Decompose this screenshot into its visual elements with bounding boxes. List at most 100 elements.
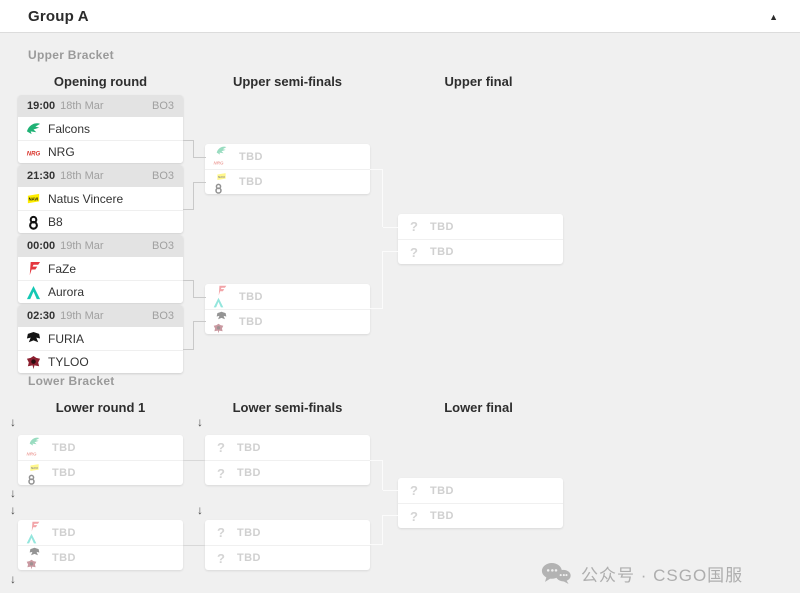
tbd-slot[interactable]: TBD [205, 309, 370, 334]
team-name: B8 [48, 215, 63, 229]
tbd-slot[interactable]: TBD [205, 169, 370, 194]
upper-bracket-label: Upper Bracket [28, 48, 114, 62]
collapse-chevron-up-icon[interactable]: ▲ [769, 11, 778, 22]
tbd-slot[interactable]: ? TBD [398, 239, 563, 264]
b8-logo-icon [26, 215, 41, 230]
match-time: 19:00 [27, 100, 56, 112]
connector-line [193, 182, 206, 183]
team-name: Natus Vincere [48, 191, 124, 206]
tbd-slot[interactable]: TBD [18, 435, 183, 460]
tbd-slot[interactable]: TBD [18, 520, 183, 545]
match-format: BO3 [151, 240, 174, 252]
tbd-slot[interactable]: ? TBD [205, 520, 370, 545]
upper-semifinal-card-1[interactable]: TBD TBD [205, 144, 370, 194]
tbd-label: TBD [237, 552, 261, 564]
possible-teams-furia-tyloo-icons [213, 311, 231, 334]
tbd-slot[interactable]: ? TBD [398, 478, 563, 503]
team-row-falcons[interactable]: Falcons [18, 117, 183, 140]
tbd-slot[interactable]: TBD [205, 284, 370, 309]
group-title: Group A [28, 7, 89, 25]
connector-line [183, 182, 194, 210]
upper-semifinal-card-2[interactable]: TBD TBD [205, 284, 370, 334]
match-header: 19:00 18th Mar BO3 [18, 95, 183, 117]
aurora-logo-icon [26, 285, 41, 300]
loser-drop-arrow-icon: ↓ [10, 486, 16, 500]
possible-teams-faze-aurora-icons [26, 521, 44, 544]
team-row-navi[interactable]: Natus Vincere [18, 187, 183, 210]
lower-semifinal-card-1[interactable]: ? TBD ? TBD [205, 435, 370, 485]
column-header-lower-round-1: Lower round 1 [55, 400, 146, 415]
tbd-label: TBD [239, 176, 263, 188]
team-row-nrg[interactable]: NRG [18, 140, 183, 163]
match-card-faze-aurora[interactable]: 00:00 19th Mar BO3 FaZe Aurora [18, 235, 183, 303]
column-header-upper-semifinals: Upper semi-finals [232, 74, 343, 89]
team-row-b8[interactable]: B8 [18, 210, 183, 233]
tbd-label: TBD [237, 467, 261, 479]
unknown-team-icon: ? [217, 550, 225, 566]
loser-drop-arrow-icon: ↓ [197, 415, 203, 429]
tbd-slot[interactable]: TBD [18, 545, 183, 570]
tbd-slot[interactable]: ? TBD [398, 214, 563, 239]
match-header: 00:00 19th Mar BO3 [18, 235, 183, 257]
possible-teams-navi-b8-icons [26, 462, 44, 485]
team-row-faze[interactable]: FaZe [18, 257, 183, 280]
unknown-team-icon: ? [410, 244, 418, 260]
column-header-upper-final: Upper final [444, 74, 513, 89]
match-date: 19th Mar [60, 240, 104, 252]
connector-line [370, 169, 383, 227]
tyloo-logo-icon [26, 355, 41, 370]
upper-final-card[interactable]: ? TBD ? TBD [398, 214, 563, 264]
loser-drop-arrow-icon: ↓ [197, 503, 203, 517]
team-name: TYLOO [48, 355, 89, 369]
unknown-team-icon: ? [410, 508, 418, 524]
bottom-strip [0, 593, 800, 600]
team-name: NRG [48, 145, 75, 159]
tbd-label: TBD [52, 441, 76, 454]
match-header: 02:30 19th Mar BO3 [18, 305, 183, 327]
tbd-slot[interactable]: TBD [18, 460, 183, 485]
team-name: FURIA [48, 331, 84, 346]
connector-line [383, 515, 398, 516]
chat-bubbles-icon [540, 562, 572, 585]
tbd-label: TBD [237, 441, 261, 454]
tbd-slot[interactable]: ? TBD [205, 435, 370, 460]
possible-teams-faze-aurora-icons [213, 285, 231, 308]
connector-line [193, 321, 206, 322]
connector-line [193, 157, 206, 158]
tbd-label: TBD [52, 526, 76, 539]
lower-semifinal-card-2[interactable]: ? TBD ? TBD [205, 520, 370, 570]
match-card-navi-b8[interactable]: 21:30 18th Mar BO3 Natus Vincere B8 [18, 165, 183, 233]
connector-line [370, 251, 383, 309]
tbd-slot[interactable]: ? TBD [205, 545, 370, 570]
team-name: Aurora [48, 285, 85, 299]
faze-logo-icon [26, 261, 41, 276]
team-name: FaZe [48, 261, 77, 276]
lower-round1-card-1[interactable]: TBD TBD [18, 435, 183, 485]
tbd-label: TBD [239, 316, 263, 328]
possible-teams-falcons-nrg-icons [213, 145, 231, 168]
team-row-aurora[interactable]: Aurora [18, 280, 183, 303]
team-row-furia[interactable]: FURIA [18, 327, 183, 350]
tbd-label: TBD [239, 150, 263, 163]
team-row-tyloo[interactable]: TYLOO [18, 350, 183, 373]
connector-line [193, 297, 206, 298]
tbd-label: TBD [237, 526, 261, 539]
match-card-falcons-nrg[interactable]: 19:00 18th Mar BO3 Falcons NRG [18, 95, 183, 163]
nrg-logo-icon [26, 145, 41, 160]
tbd-label: TBD [52, 467, 76, 479]
tbd-label: TBD [430, 246, 454, 258]
lower-round1-card-2[interactable]: TBD TBD [18, 520, 183, 570]
navi-logo-icon [26, 191, 41, 206]
match-format: BO3 [151, 310, 174, 322]
tbd-slot[interactable]: ? TBD [205, 460, 370, 485]
lower-final-card[interactable]: ? TBD ? TBD [398, 478, 563, 528]
tbd-slot[interactable]: ? TBD [398, 503, 563, 528]
match-date: 19th Mar [60, 310, 104, 322]
connector-line [383, 227, 398, 228]
tbd-label: TBD [430, 220, 454, 233]
connector-line [370, 515, 383, 545]
tbd-slot[interactable]: TBD [205, 144, 370, 169]
watermark-text: 公众号 · CSGO国服 [581, 566, 744, 585]
tbd-label: TBD [430, 510, 454, 522]
match-card-furia-tyloo[interactable]: 02:30 19th Mar BO3 FURIA TYLOO [18, 305, 183, 373]
